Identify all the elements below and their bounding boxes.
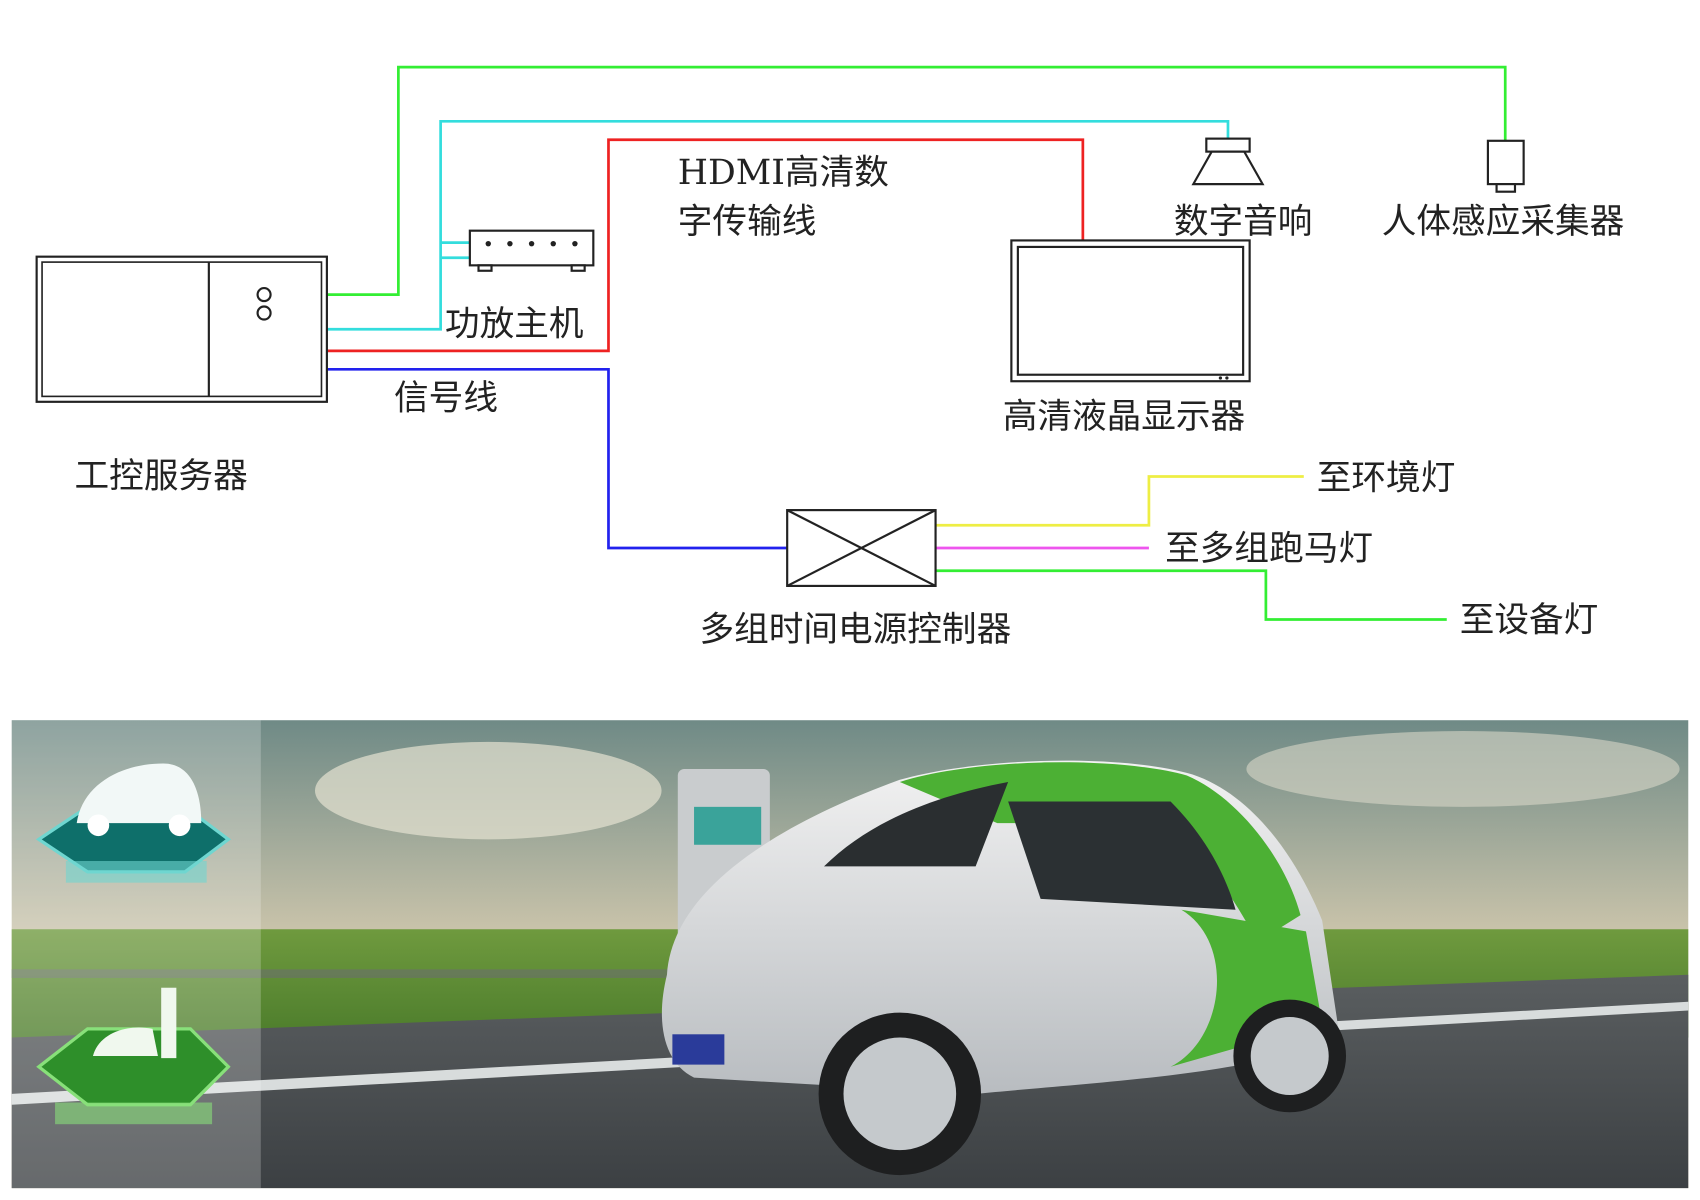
blue-wire-signal bbox=[326, 367, 788, 550]
amplifier-icon bbox=[468, 229, 595, 272]
hdmi-label-line2: 字传输线 bbox=[678, 202, 817, 242]
hdmi-label-line1: HDMI高清数 bbox=[678, 153, 889, 193]
monitor-label: 高清液晶显示器 bbox=[1003, 397, 1245, 437]
red-wire-hdmi bbox=[326, 138, 1085, 353]
ev-charging-scene-image bbox=[11, 720, 1689, 1189]
to-ambient-light-label: 至环境灯 bbox=[1317, 459, 1456, 499]
server-label: 工控服务器 bbox=[75, 456, 248, 496]
speaker-label: 数字音响 bbox=[1174, 202, 1313, 242]
green-wire-sensor bbox=[326, 65, 1507, 296]
to-device-light-label: 至设备灯 bbox=[1460, 600, 1599, 640]
charging-service-icon bbox=[36, 987, 231, 1125]
cyan-wire-speaker bbox=[326, 119, 1230, 331]
green-wire-device bbox=[935, 569, 1447, 621]
controller-label: 多组时间电源控制器 bbox=[699, 610, 1011, 650]
signal-line-label: 信号线 bbox=[394, 378, 498, 418]
industrial-server-icon bbox=[35, 255, 328, 403]
amplifier-label: 功放主机 bbox=[445, 305, 584, 345]
motion-sensor-icon bbox=[1486, 139, 1525, 193]
lcd-monitor-icon bbox=[1010, 239, 1251, 383]
to-marquee-light-label: 至多组跑马灯 bbox=[1165, 529, 1373, 569]
speaker-icon bbox=[1191, 137, 1265, 186]
power-controller-icon bbox=[786, 509, 937, 588]
yellow-wire-ambient bbox=[935, 475, 1304, 527]
sensor-label: 人体感应采集器 bbox=[1382, 202, 1624, 242]
car-service-icon bbox=[35, 763, 232, 883]
